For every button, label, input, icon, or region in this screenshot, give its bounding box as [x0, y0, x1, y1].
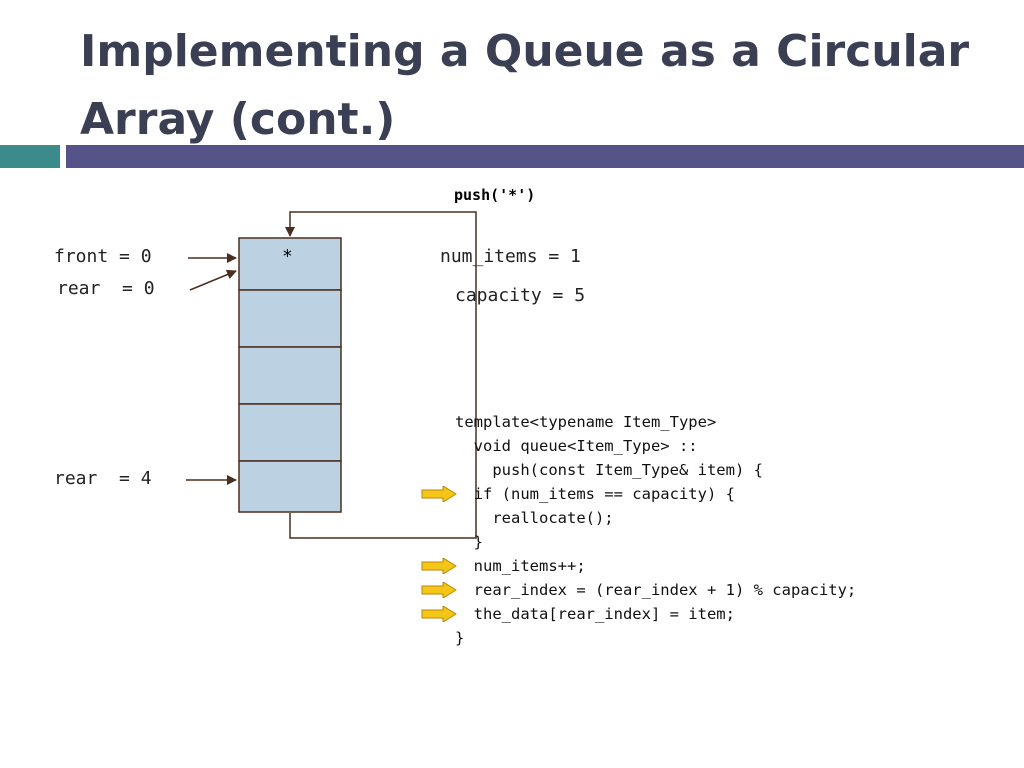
rear-old-label: rear = 0 [57, 278, 155, 299]
current-line-arrow-icon [421, 486, 457, 502]
code-line: the_data[rear_index] = item; [455, 605, 735, 623]
array-cell-0 [238, 237, 342, 291]
code-line: reallocate(); [455, 509, 614, 527]
operation-label: push('*') [454, 186, 536, 204]
code-line: void queue<Item_Type> :: [455, 437, 698, 455]
wraparound-arrow [285, 211, 477, 539]
rear-old-pointer-arrow [189, 269, 237, 291]
current-line-arrow-icon [421, 606, 457, 622]
code-line: if (num_items == capacity) { [455, 485, 735, 503]
title-accent-bar [0, 145, 60, 168]
array-cell-4 [238, 460, 342, 513]
code-line: rear_index = (rear_index + 1) % capacity… [455, 581, 857, 599]
array-cell-2 [238, 346, 342, 405]
current-line-arrow-icon [421, 582, 457, 598]
array-cell-1 [238, 289, 342, 348]
push-code-block: template<typename Item_Type> void queue<… [455, 410, 856, 650]
array-cell-3 [238, 403, 342, 462]
title-divider-bar [66, 145, 1024, 168]
code-line: template<typename Item_Type> [455, 413, 717, 431]
front-label: front = 0 [54, 246, 152, 267]
array-cells [238, 237, 342, 513]
code-line: } [455, 629, 465, 647]
code-line: push(const Item_Type& item) { [455, 461, 763, 479]
code-line: num_items++; [455, 557, 586, 575]
rear-new-label: rear = 4 [54, 468, 152, 489]
capacity-label: capacity = 5 [455, 285, 586, 306]
num-items-label: num_items = 1 [440, 246, 581, 267]
array-cell-value-0: * [282, 246, 293, 267]
code-line: } [455, 533, 483, 551]
slide-title: Implementing a Queue as a Circular Array… [80, 26, 970, 145]
current-line-arrow-icon [421, 558, 457, 574]
